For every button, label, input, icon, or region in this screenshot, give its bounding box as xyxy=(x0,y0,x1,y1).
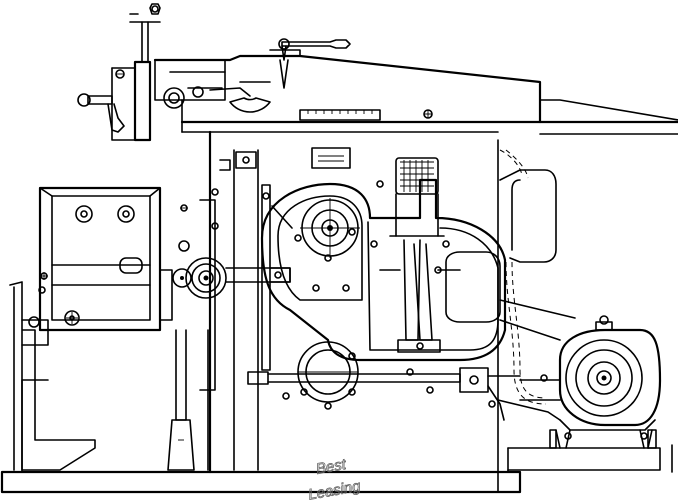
bull-gear xyxy=(300,198,360,291)
bull-gear-housing xyxy=(262,180,505,360)
motor-bracket xyxy=(498,300,575,420)
work-table xyxy=(40,188,172,330)
stroke-quadrant xyxy=(164,87,270,112)
bolt-markers xyxy=(212,110,647,439)
rocker-arm xyxy=(371,158,460,352)
name-plate xyxy=(312,148,350,168)
feed-connecting-rod xyxy=(262,185,301,370)
ram xyxy=(155,50,678,134)
ram-adjust-handle xyxy=(279,39,350,88)
table-support-pedestal xyxy=(10,282,95,470)
lower-drive-shaft xyxy=(248,368,520,420)
electric-motor xyxy=(520,316,660,448)
watermark-line2: Leasing xyxy=(307,478,362,501)
table-elevating-screw xyxy=(168,200,215,470)
watermark: Best Leasing xyxy=(307,455,363,501)
tool-head xyxy=(78,4,160,140)
speed-gearbox xyxy=(446,170,556,322)
electric-conduit xyxy=(500,150,546,404)
watermark-line1: Best xyxy=(315,456,348,478)
feed-gear-lower xyxy=(298,342,358,409)
cross-feed-gear xyxy=(173,205,290,298)
